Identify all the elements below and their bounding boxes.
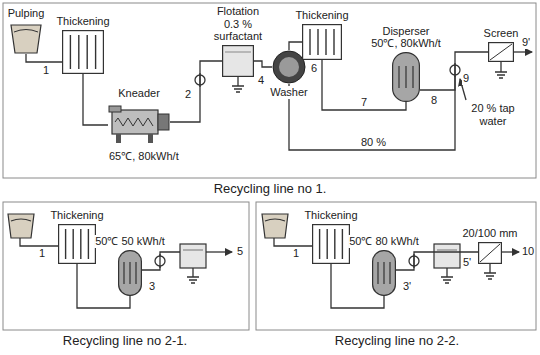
thickener-box-outline	[302, 24, 342, 60]
equipment-label: Thickening	[303, 209, 358, 222]
equipment-label: Kneader	[117, 87, 161, 100]
callout-number: 9'	[521, 36, 531, 49]
callout-number: 5	[236, 245, 244, 258]
equipment-label: Flotation0.3 % surfactant	[213, 5, 263, 43]
screen-box: 20/100 mm	[478, 242, 502, 264]
thickener-box: Thickening	[312, 224, 350, 264]
flow-line	[254, 61, 272, 67]
equipment-name: Thickening	[303, 209, 358, 222]
callout-number: 4	[257, 74, 265, 87]
callout-number: 10	[521, 245, 535, 258]
equipment-label: Thickening	[294, 9, 349, 22]
equipment-name: 50℃ 80 kWh/t	[348, 235, 420, 248]
equipment-name: Thickening	[49, 209, 104, 222]
thickener-box-outline	[312, 224, 350, 264]
screen-box: Screen	[488, 42, 514, 62]
callout-number: 9	[462, 72, 470, 85]
equipment-name: Screen	[483, 27, 520, 40]
callout-number: 5'	[462, 256, 472, 269]
washer-drum: Washer	[272, 50, 306, 84]
equipment-note: 50℃, 80kWh/t	[370, 37, 442, 50]
equipment-name: Pulping	[7, 7, 46, 20]
pulper-vat-outline	[10, 22, 42, 54]
flow-line	[289, 42, 302, 50]
disperser-vessel-outline	[372, 250, 396, 296]
equipment-label: 20/100 mm	[461, 227, 518, 240]
equipment-name: 50℃ 50 kWh/t	[94, 235, 166, 248]
disperser-vessel-outline	[392, 52, 420, 102]
equipment-name: Thickening	[294, 9, 349, 22]
callout-number: 2	[184, 88, 192, 101]
equipment-name: Flotation	[216, 5, 260, 18]
thickener-box: Thickening	[302, 24, 342, 60]
thickener-box: Thickening	[62, 30, 104, 74]
caption: Recycling line no 1.	[212, 182, 329, 197]
equipment-name: Thickening	[55, 15, 110, 28]
equipment-label: Disperser50℃, 80kWh/t	[370, 25, 442, 50]
callout-number: 1	[292, 247, 300, 260]
equipment-label: Pulping	[7, 7, 46, 20]
flow-line	[396, 252, 478, 270]
thickener-box: Thickening	[58, 224, 96, 264]
flow-line	[83, 74, 108, 125]
equipment-label: Thickening	[49, 209, 104, 222]
pulper-vat: Pulping	[10, 22, 42, 54]
flotation-cell-outline	[222, 45, 254, 77]
equipment-label: Washer	[269, 86, 309, 99]
disperser-vessel: 50℃ 80 kWh/t	[372, 250, 396, 296]
kneader-machine-outline	[108, 102, 170, 144]
disperser-vessel: Disperser50℃, 80kWh/t	[392, 52, 420, 102]
equipment-name: 20/100 mm	[461, 227, 518, 240]
equipment-label: 50℃ 50 kWh/t	[94, 235, 166, 248]
callout-number: 8	[430, 94, 438, 107]
callout-number: 1	[38, 247, 46, 260]
flow-line	[420, 52, 488, 90]
thickener-box-outline	[58, 224, 96, 264]
equipment-label: Thickening	[55, 15, 110, 28]
callout-number: 1	[42, 64, 50, 77]
screen-box-outline	[488, 42, 514, 62]
equipment-note: 0.3 % surfactant	[213, 18, 263, 43]
equipment-name: Kneader	[117, 87, 161, 100]
flotation-cell: Flotation0.3 % surfactant	[222, 45, 254, 77]
screen-box-outline	[478, 242, 502, 264]
callout-number: 3	[148, 280, 156, 293]
equipment-name: Washer	[269, 86, 309, 99]
condition-note: 65℃, 80kWh/t	[108, 150, 180, 163]
equipment-label: 50℃ 80 kWh/t	[348, 235, 420, 248]
equipment-label: Screen	[483, 27, 520, 40]
disperser-vessel-outline	[118, 250, 142, 296]
washer-drum-outline	[272, 50, 306, 84]
feed-note: 20 % tap water	[466, 102, 520, 127]
thickener-box-outline	[62, 30, 104, 74]
ratio-note: 80 %	[360, 136, 387, 149]
disperser-vessel: 50℃ 50 kWh/t	[118, 250, 142, 296]
callout-number: 3'	[402, 280, 412, 293]
caption: Recycling line no 2-2.	[333, 334, 461, 349]
flow-line	[26, 54, 62, 62]
callout-number: 7	[360, 96, 368, 109]
flow-line	[170, 61, 222, 122]
caption: Recycling line no 2-1.	[61, 334, 189, 349]
kneader-machine: Kneader	[108, 102, 170, 144]
callout-number: 6	[310, 62, 318, 75]
equipment-name: Disperser	[381, 25, 430, 38]
